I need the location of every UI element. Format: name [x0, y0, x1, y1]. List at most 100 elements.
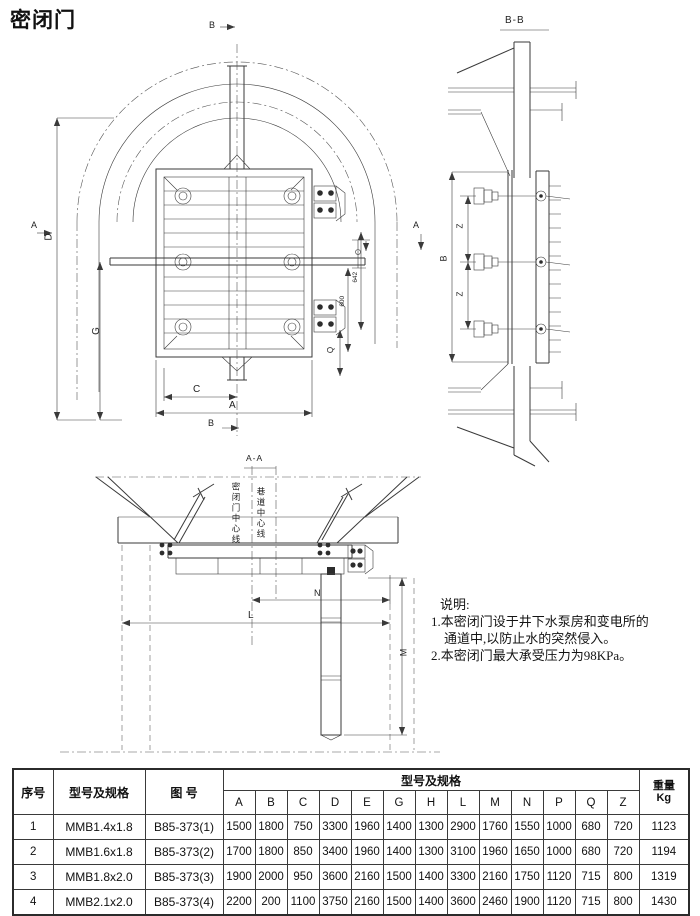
table-cell: 3300 — [318, 814, 352, 840]
table-cell: 720 — [606, 814, 640, 840]
table-cell: 1760 — [478, 814, 512, 840]
table-cell: MMB1.8x2.0 — [52, 864, 146, 890]
table-cell: 1120 — [542, 889, 576, 916]
header-dim-h: H — [414, 790, 448, 815]
table-cell: 1500 — [382, 864, 416, 890]
table-cell: 2900 — [446, 814, 480, 840]
dim-label-n: N — [314, 588, 321, 598]
dim-label-z1: Z — [455, 223, 465, 229]
header-dim-q: Q — [574, 790, 608, 815]
table-cell: 3750 — [318, 889, 352, 916]
section-marker-a-left: A — [31, 220, 38, 230]
table-cell: 2160 — [350, 864, 384, 890]
side-view-linework — [448, 29, 577, 467]
dim-label-b-side: B — [438, 255, 449, 262]
table-cell: 1400 — [382, 814, 416, 840]
table-row: 2 MMB1.6x1.8 B85-373(2) 1700 1800 850 34… — [12, 839, 690, 865]
table-cell: 715 — [574, 889, 608, 916]
table-cell: 1120 — [542, 864, 576, 890]
table-cell: 1900 — [222, 864, 256, 890]
table-cell: 1960 — [478, 839, 512, 865]
table-cell: 1800 — [254, 839, 288, 865]
header-weight-line1: 重量 — [652, 780, 675, 792]
table-cell: 800 — [606, 864, 640, 890]
table-cell: 2 — [12, 839, 54, 865]
header-dim-e: E — [350, 790, 384, 815]
side-view-title: B-B — [505, 15, 525, 26]
table-row: 1 MMB1.4x1.8 B85-373(1) 1500 1800 750 33… — [12, 814, 690, 840]
table-cell: B85-373(4) — [144, 889, 224, 916]
note-line-3: 2.本密闭门最大承受压力为98KPa。 — [431, 648, 633, 663]
table-cell: 2200 — [222, 889, 256, 916]
plan-view-linework — [60, 466, 440, 753]
table-cell: 680 — [574, 814, 608, 840]
table-cell: 1430 — [638, 889, 690, 916]
note-line-1: 1.本密闭门设于井下水泵房和变电所的 — [431, 614, 649, 629]
header-weight: 重量 Kg — [638, 768, 690, 815]
dim-label-d: D — [43, 233, 55, 241]
table-cell: 200 — [254, 889, 288, 916]
table-cell: 2160 — [478, 864, 512, 890]
table-cell: 1400 — [414, 864, 448, 890]
table-row: 4 MMB2.1x2.0 B85-373(4) 2200 200 1100 37… — [12, 889, 690, 916]
table-cell: 1000 — [542, 814, 576, 840]
dim-label-g: G — [90, 327, 102, 335]
dim-label-600: 600 — [339, 295, 347, 307]
plan-view-title: A-A — [246, 453, 264, 463]
notes-block: 说明: 1.本密闭门设于井下水泵房和变电所的 通道中,以防止水的突然侵入。 2.… — [431, 596, 693, 664]
table-cell: 715 — [574, 864, 608, 890]
table-cell: 1300 — [414, 814, 448, 840]
header-dim-l: L — [446, 790, 480, 815]
table-cell: 750 — [286, 814, 320, 840]
table-row: 3 MMB1.8x2.0 B85-373(3) 1900 2000 950 36… — [12, 864, 690, 890]
table-cell: 1100 — [286, 889, 320, 916]
dim-label-a: A — [229, 400, 236, 411]
table-cell: 3600 — [446, 889, 480, 916]
table-cell: MMB2.1x2.0 — [52, 889, 146, 916]
table-cell: 1 — [12, 814, 54, 840]
header-weight-line2: Kg — [656, 792, 672, 804]
table-cell: 3400 — [318, 839, 352, 865]
table-cell: 680 — [574, 839, 608, 865]
header-dim-a: A — [222, 790, 256, 815]
header-dim-m: M — [478, 790, 512, 815]
centerline-label-door: 密闭门中心线 — [231, 482, 241, 545]
table-cell: 950 — [286, 864, 320, 890]
table-cell: 1960 — [350, 839, 384, 865]
page-title: 密闭门 — [10, 9, 76, 32]
notes-heading: 说明: — [440, 597, 470, 612]
header-dim-n: N — [510, 790, 544, 815]
table-cell: 3 — [12, 864, 54, 890]
section-marker-b-top: B — [209, 20, 216, 30]
note-line-2: 通道中,以防止水的突然侵入。 — [444, 631, 617, 646]
table-cell: 3300 — [446, 864, 480, 890]
table-cell: B85-373(2) — [144, 839, 224, 865]
table-cell: 1500 — [382, 889, 416, 916]
header-dim-b: B — [254, 790, 288, 815]
table-cell: 2160 — [350, 889, 384, 916]
table-cell: 1000 — [542, 839, 576, 865]
table-cell: MMB1.6x1.8 — [52, 839, 146, 865]
header-model: 型号及规格 — [52, 768, 146, 815]
table-cell: 1650 — [510, 839, 544, 865]
table-cell: 1400 — [414, 889, 448, 916]
header-seq: 序号 — [12, 768, 54, 815]
table-cell: 1800 — [254, 814, 288, 840]
table-cell: 1300 — [414, 839, 448, 865]
table-cell: 1550 — [510, 814, 544, 840]
table-cell: 850 — [286, 839, 320, 865]
table-header-row-1: 序号 型号及规格 图 号 型号及规格 重量 Kg — [12, 768, 690, 815]
dim-label-m: M — [398, 648, 409, 657]
header-dim-g: G — [382, 790, 416, 815]
header-drawing: 图 号 — [144, 768, 224, 815]
section-marker-b-bottom: B — [208, 418, 215, 428]
dim-label-l: L — [248, 610, 254, 621]
front-view-linework — [37, 23, 425, 436]
table-cell: 2000 — [254, 864, 288, 890]
header-dim-z: Z — [606, 790, 640, 815]
table-cell: 800 — [606, 889, 640, 916]
table-cell: B85-373(1) — [144, 814, 224, 840]
table-cell: 720 — [606, 839, 640, 865]
table-cell: B85-373(3) — [144, 864, 224, 890]
